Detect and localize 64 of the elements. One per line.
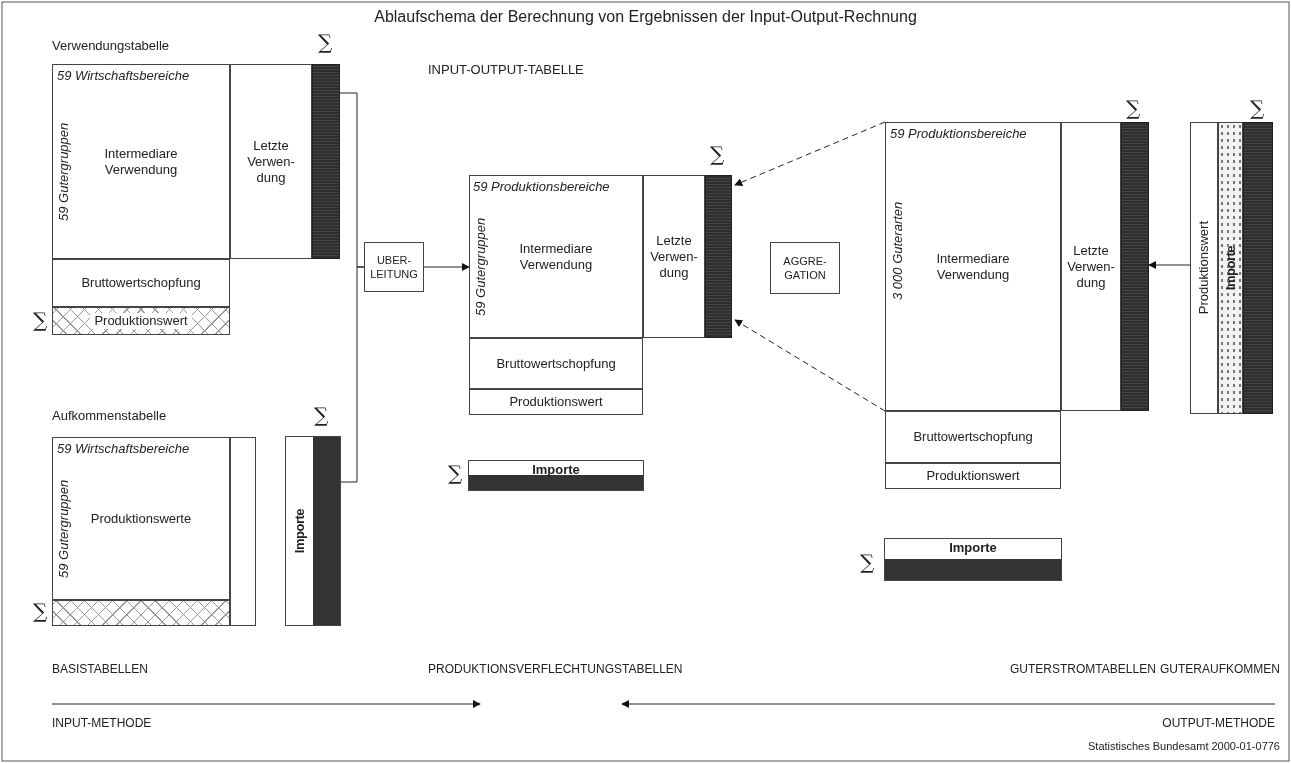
method-label: OUTPUT-METHODE	[1162, 716, 1275, 730]
imports-row	[884, 538, 1062, 581]
cell-text: Intermediare Verwendung	[103, 145, 179, 178]
sum-bar	[312, 64, 340, 259]
matrix-area	[52, 437, 230, 600]
imports-row	[468, 460, 644, 491]
arrow	[423, 263, 470, 271]
column-text: Importe	[292, 508, 308, 554]
table-column: Letzte Verwen- dung	[230, 64, 312, 259]
bracket-connector	[340, 266, 365, 483]
table-column: Bruttowertschopfung	[52, 259, 230, 307]
table-column: Letzte Verwen- dung	[643, 175, 705, 338]
matrix-area	[469, 175, 643, 338]
column-header: 59 Produktionsbereiche	[890, 125, 1058, 143]
cell-text: Intermediare Verwendung	[935, 250, 1011, 283]
process-box: UBER- LEITUNG	[364, 242, 424, 292]
sum-bar	[705, 175, 732, 338]
column-text: Produktionswert	[1196, 221, 1212, 315]
arrow	[734, 319, 886, 412]
arrow	[734, 121, 886, 186]
table-title: Verwendungstabelle	[52, 38, 170, 54]
sum-bar	[1121, 122, 1149, 411]
blank-column	[230, 437, 256, 626]
column-text: Importe	[949, 540, 997, 556]
cell-text: Intermediare Verwendung	[518, 240, 594, 273]
row-header: 3 000 Guterarten	[889, 151, 907, 351]
table-column	[1190, 122, 1218, 414]
sum-symbol: ∑	[1126, 96, 1141, 120]
column-header: 59 Produktionsbereiche	[473, 178, 641, 196]
method-label: INPUT-METHODE	[52, 716, 152, 730]
table-column: Bruttowertschopfung	[885, 411, 1061, 463]
column-text: Importe	[1222, 245, 1239, 291]
section-label: PRODUKTIONSVERFLECHTUNGSTABELLEN	[428, 662, 683, 676]
table-title: INPUT-OUTPUT-TABELLE	[428, 62, 584, 78]
section-label: BASISTABELLEN	[52, 662, 148, 676]
column-header: 59 Wirtschaftsbereiche	[57, 440, 227, 458]
cell-text: Produktionswerte	[90, 510, 192, 527]
column-text: Importe	[532, 462, 580, 478]
hatched-row	[52, 307, 230, 335]
table-column: Bruttowertschopfung	[469, 338, 643, 389]
hatched-row	[52, 600, 230, 626]
column-header: 59 Wirtschaftsbereiche	[57, 67, 227, 85]
row-header: 59 Gutergruppen	[55, 89, 73, 255]
section-label: GUTERAUFKOMMEN	[1160, 662, 1280, 676]
sum-bar	[1243, 122, 1273, 414]
table-column: Letzte Verwen- dung	[1061, 122, 1121, 411]
process-box: AGGRE- GATION	[770, 242, 840, 294]
matrix-area	[52, 64, 230, 259]
arrow	[1148, 261, 1191, 269]
dotted-column	[1218, 122, 1243, 414]
row-header: 59 Gutergruppen	[55, 461, 73, 597]
section-label: GUTERSTROMTABELLEN	[1010, 662, 1156, 676]
sum-symbol: ∑	[860, 550, 875, 574]
cell-text: Produktionswert	[90, 313, 192, 329]
table-row: Produktionswert	[469, 389, 643, 415]
diagram-title: Ablaufschema der Berechnung von Ergebnissen der Input-Output-Rechnung	[374, 8, 917, 26]
table-title: Aufkommenstabelle	[52, 408, 167, 424]
imports-column	[285, 436, 341, 626]
matrix-area	[885, 122, 1061, 411]
sum-symbol: ∑	[314, 403, 329, 427]
source-note: Statistisches Bundesamt 2000-01-0776	[1088, 740, 1280, 752]
table-row: Produktionswert	[885, 463, 1061, 489]
sum-symbol: ∑	[1250, 96, 1265, 120]
row-header: 59 Gutergruppen	[472, 199, 490, 335]
